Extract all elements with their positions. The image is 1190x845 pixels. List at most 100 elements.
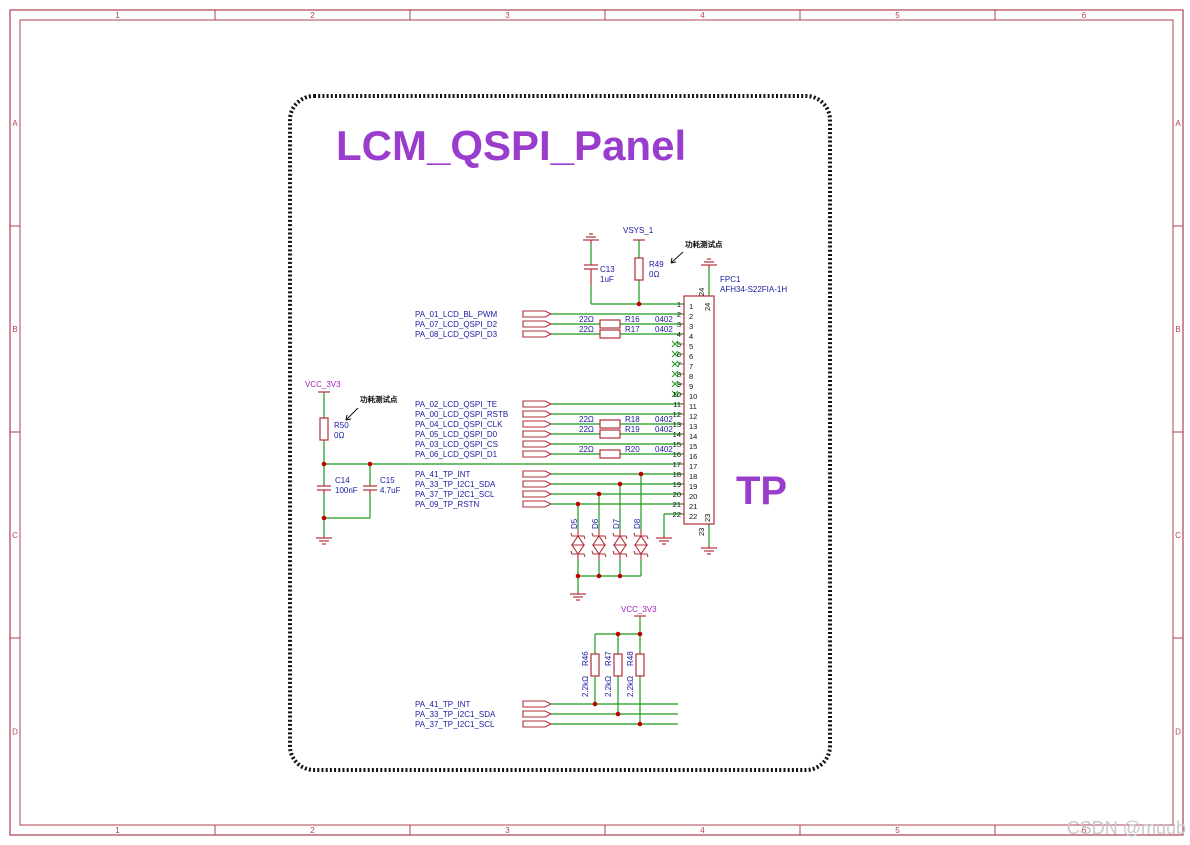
fpc-connector-body <box>683 295 715 525</box>
frame-column-label: 3 <box>505 826 510 835</box>
pin-number-outer: 3 <box>677 320 681 329</box>
frame-column-label: 6 <box>1082 826 1087 835</box>
pin-number-inner: 17 <box>689 462 697 471</box>
frame-column-label: 6 <box>1082 11 1087 20</box>
ref-r20: R20 <box>625 445 640 454</box>
junctions <box>321 301 644 727</box>
net-label: PA_41_TP_INT <box>415 470 471 479</box>
net-port <box>522 430 553 438</box>
net-port <box>522 500 553 508</box>
pin-number-23: 23 <box>703 514 712 522</box>
pin-number-24-outer: 24 <box>697 288 706 296</box>
parts <box>316 233 717 677</box>
resistor-r17 <box>599 329 621 339</box>
net-port <box>522 710 553 718</box>
frame-row-label: D <box>12 728 18 737</box>
no-connect-mark <box>671 360 679 368</box>
pin-number-outer: 6 <box>677 350 681 359</box>
block-title: LCM_QSPI_Panel <box>336 122 686 169</box>
net-label: PA_05_LCD_QSPI_D0 <box>415 430 498 439</box>
pin-number-inner: 10 <box>689 392 697 401</box>
ref-r19: R19 <box>625 425 640 434</box>
net-label: PA_37_TP_I2C1_SCL <box>415 490 495 499</box>
tvs-diode-upper <box>633 535 649 546</box>
frame-column-label: 1 <box>115 11 120 20</box>
value-r19: 22Ω <box>579 425 594 434</box>
test-point-note: 功耗测试点 <box>360 394 398 404</box>
resistor-r48 <box>635 653 645 677</box>
pin-number-outer: 8 <box>677 370 681 379</box>
value-c14: 100nF <box>335 486 358 495</box>
test-point-note: 功耗测试点 <box>685 239 723 249</box>
pin-number-23-outer: 23 <box>697 528 706 536</box>
resistor-r46 <box>590 653 600 677</box>
net-port <box>522 400 553 408</box>
pin-number-outer: 22 <box>673 510 681 519</box>
connector-ref: FPC1 <box>720 275 741 284</box>
value-r16: 22Ω <box>579 315 594 324</box>
resistor-r18 <box>599 419 621 429</box>
value-c13: 1uF <box>600 275 614 284</box>
net-port <box>522 310 553 318</box>
sheet-frame <box>9 9 1184 836</box>
ref-r48: R48 <box>626 651 635 666</box>
pkg-r20: 0402 <box>655 445 673 454</box>
net-port <box>522 720 553 728</box>
pin-number-outer: 11 <box>673 400 681 409</box>
tvs-diode-lower <box>633 544 649 555</box>
pin-number-inner: 1 <box>689 302 693 311</box>
resistor-r19 <box>599 429 621 439</box>
net-label: PA_03_LCD_QSPI_CS <box>415 440 498 449</box>
pin-number-inner: 2 <box>689 312 693 321</box>
pin-number-outer: 12 <box>673 410 681 419</box>
frame-row-label: C <box>1175 531 1181 540</box>
pin-number-outer: 4 <box>677 330 681 339</box>
frame-row-label: B <box>1175 325 1180 334</box>
pin-number-inner: 8 <box>689 372 693 381</box>
net-label: PA_06_LCD_QSPI_D1 <box>415 450 498 459</box>
frame-row-label: C <box>12 531 18 540</box>
pin-number-inner: 19 <box>689 482 697 491</box>
frame-row-label: A <box>1175 119 1181 128</box>
net-label: PA_02_LCD_QSPI_TE <box>415 400 497 409</box>
no-connect-mark <box>671 350 679 358</box>
pin-number-inner: 21 <box>689 502 697 511</box>
net-port <box>522 320 553 328</box>
tvs-diode-upper <box>570 535 586 546</box>
value-r50: 0Ω <box>334 431 344 440</box>
net-label: PA_33_TP_I2C1_SDA <box>415 480 496 489</box>
net-label: PA_04_LCD_QSPI_CLK <box>415 420 503 429</box>
pin-number-outer: 13 <box>673 420 681 429</box>
frame-column-label: 3 <box>505 11 510 20</box>
block-border <box>288 94 832 772</box>
frame-row-label: B <box>12 325 17 334</box>
net-ports <box>522 310 553 728</box>
pin-number-outer: 17 <box>673 460 681 469</box>
no-connect-marks <box>671 340 684 398</box>
pin-number-inner: 9 <box>689 382 693 391</box>
net-label: PA_37_TP_I2C1_SCL <box>415 720 495 729</box>
ref-c13: C13 <box>600 265 615 274</box>
net-label: PA_08_LCD_QSPI_D3 <box>415 330 498 339</box>
ground-symbol <box>701 546 717 555</box>
pkg-r17: 0402 <box>655 325 673 334</box>
frame-column-label: 5 <box>895 826 900 835</box>
no-connect-mark <box>671 370 679 378</box>
pin-number-inner: 7 <box>689 362 693 371</box>
frame-column-label: 4 <box>700 826 705 835</box>
wires <box>323 240 710 725</box>
net-port <box>522 450 553 458</box>
pin-number-inner: 6 <box>689 352 693 361</box>
no-connect-mark <box>671 340 679 348</box>
pin-number-outer: 15 <box>673 440 681 449</box>
net-label: PA_00_LCD_QSPI_RSTB <box>415 410 508 419</box>
pkg-r19: 0402 <box>655 425 673 434</box>
tvs-diode-upper <box>612 535 628 546</box>
power-label-vcc: VCC_3V3 <box>305 380 341 389</box>
net-label: PA_09_TP_RSTN <box>415 500 480 509</box>
value-r17: 22Ω <box>579 325 594 334</box>
ref-r49: R49 <box>649 260 664 269</box>
net-port <box>522 700 553 708</box>
tp-label: TP <box>736 469 787 513</box>
